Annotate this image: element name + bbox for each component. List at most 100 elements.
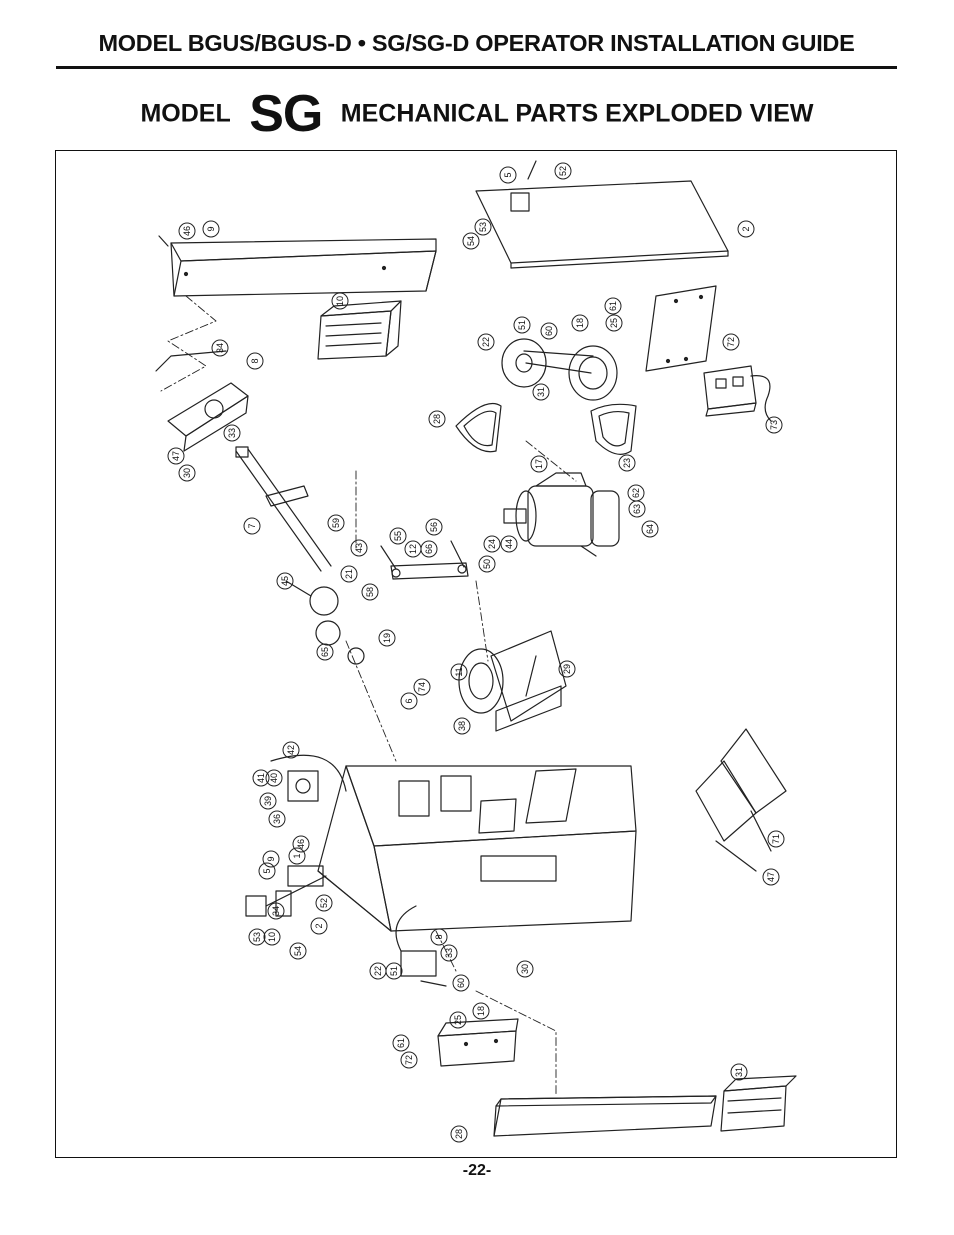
part-rail-top [158,235,437,297]
callout-label: 73 [769,420,779,430]
callout-label: 24 [487,539,497,549]
subtitle-model: SG [249,85,323,143]
callout-label: 44 [504,539,514,549]
callout-label: 18 [575,318,585,328]
callout-label: 6 [404,698,414,703]
callout-label: 61 [396,1038,406,1048]
callout-label: 47 [766,872,776,882]
callout-label: 53 [252,932,262,942]
callout-label: 31 [536,387,546,397]
callout-label: 72 [726,337,736,347]
callout-label: 41 [256,773,266,783]
callout-label: 25 [453,1015,463,1025]
callout-label: 53 [478,222,488,232]
part-motor [503,472,620,557]
callout-label: 5 [262,868,272,873]
callout-label: 61 [608,301,618,311]
callout-label: 29 [562,664,572,674]
callout-label: 7 [247,523,257,528]
callout-label: 52 [558,166,568,176]
callout-label: 54 [466,236,476,246]
callout-label: 22 [373,966,383,976]
part-cover-plate [475,160,729,269]
callouts [167,162,785,1143]
part-box-lower [720,1075,797,1132]
callout-label: 43 [354,543,364,553]
part-gear-reducer [458,630,567,732]
page-number: -22- [462,1162,492,1179]
callout-label: 25 [609,318,619,328]
callout-label: 5 [503,172,513,177]
callout-label: 30 [520,964,530,974]
callout-label: 39 [263,796,273,806]
callout-label: 8 [434,934,444,939]
callout-label: 2 [741,226,751,231]
callout-label: 64 [645,524,655,534]
callout-label: 30 [182,468,192,478]
part-side-panels [695,728,787,872]
callout-label: 9 [266,856,276,861]
callout-label: 62 [631,488,641,498]
callout-label: 18 [476,1006,486,1016]
part-main-housing [317,765,637,932]
part-rail-lower [493,1095,717,1137]
callout-label: 10 [267,932,277,942]
callout-label: 71 [771,834,781,844]
subtitle-suffix: MECHANICAL PARTS EXPLODED VIEW [340,99,814,128]
part-bracket-plate [645,285,717,372]
callout-label: 31 [734,1067,744,1077]
part-connector-arm [380,540,469,580]
callout-label: 66 [424,544,434,554]
callout-label: 55 [393,531,403,541]
callout-label: 46 [296,839,306,849]
callout-label: 17 [534,459,544,469]
callout-label: 42 [286,745,296,755]
callout-label: 23 [622,458,632,468]
callout-label: 72 [404,1055,414,1065]
callout-label: 60 [544,326,554,336]
callout-label: 58 [365,587,375,597]
callout-label: 34 [215,343,225,353]
part-limit-bracket-upper [270,754,347,802]
callout-label: 46 [182,226,192,236]
callout-label: 63 [632,504,642,514]
part-bearing-plate-top [155,350,249,452]
callout-label: 19 [382,633,392,643]
callout-label: 33 [227,428,237,438]
callout-label: 22 [481,337,491,347]
alignment-lines [160,295,577,1097]
callout-label: 12 [408,544,418,554]
page-subtitle: MODEL SG MECHANICAL PARTS EXPLODED VIEW [0,84,954,144]
callout-label: 51 [517,320,527,330]
callout-label: 59 [331,518,341,528]
part-drive-shaft [235,446,332,572]
callout-label: 60 [456,978,466,988]
part-limit-bracket-lower [395,905,447,987]
callout-label: 45 [280,576,290,586]
header-title: MODEL BGUS/BGUS-D • SG/SG-D OPERATOR INS… [98,30,855,56]
part-belts [455,402,637,455]
callout-label: 54 [293,946,303,956]
callout-label: 33 [444,948,454,958]
callout-label: 56 [429,522,439,532]
callout-label: 21 [344,569,354,579]
part-bearing-plate-lower [437,1018,519,1067]
part-control-box [703,365,772,422]
callout-label: 52 [319,898,329,908]
callout-label: 65 [320,647,330,657]
callout-label: 74 [417,682,427,692]
exploded-view-diagram: 4695522545310348334730225160182561722831… [155,160,797,1143]
part-box-top [317,300,402,360]
callout-label: 11 [454,667,464,676]
callout-label: 10 [335,296,345,306]
callout-label: 9 [206,226,216,231]
callout-label: 34 [271,906,281,916]
subtitle-prefix: MODEL [140,99,231,128]
callout-label: 28 [454,1129,464,1139]
callout-label: 51 [389,966,399,976]
callout-label: 1 [292,853,302,858]
callout-label: 38 [457,721,467,731]
callout-label: 2 [314,923,324,928]
callout-label: 36 [272,814,282,824]
